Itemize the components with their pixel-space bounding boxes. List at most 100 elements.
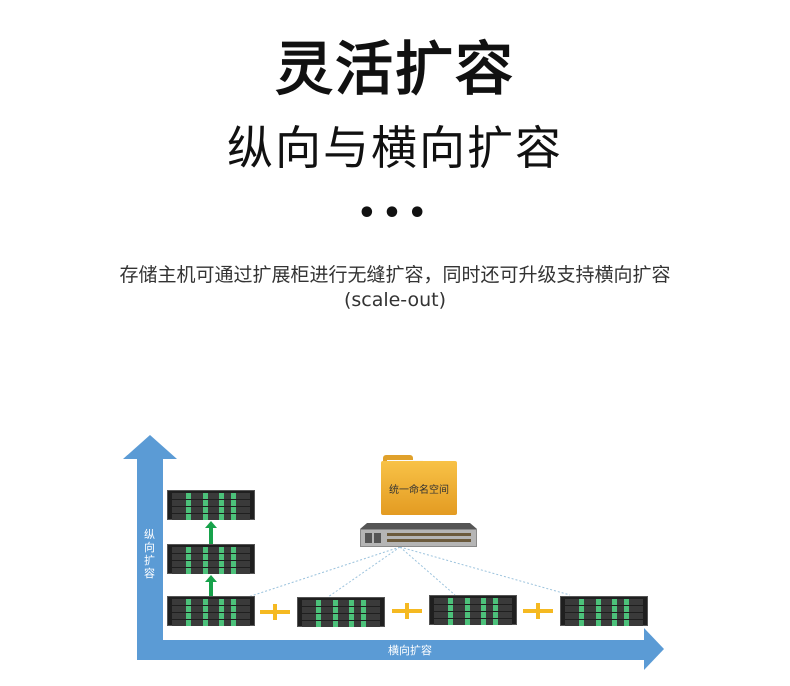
drive-led	[596, 620, 602, 626]
drive-led	[361, 607, 367, 613]
drive-led	[218, 554, 224, 560]
drive-led	[203, 606, 209, 612]
drive-led	[316, 621, 322, 627]
drive-led	[333, 614, 339, 620]
drive-led	[624, 599, 630, 605]
drive-led	[333, 621, 339, 627]
drive-led	[579, 606, 585, 612]
drive-led	[611, 606, 617, 612]
network-switch-icon	[360, 523, 477, 547]
drive-led	[218, 620, 224, 626]
drive-row	[172, 599, 250, 605]
drive-led	[186, 514, 192, 520]
drive-led	[231, 493, 237, 499]
vertical-arrow-head	[123, 435, 177, 459]
drive-led	[611, 613, 617, 619]
drive-led	[203, 554, 209, 560]
drive-led	[218, 547, 224, 553]
drive-led	[186, 606, 192, 612]
drive-led	[231, 500, 237, 506]
description-line-1: 存储主机可通过扩展柜进行无缝扩容，同时还可升级支持横向扩容	[119, 264, 671, 286]
drive-led	[218, 568, 224, 574]
drive-led	[611, 620, 617, 626]
storage-server-host-3	[429, 595, 517, 625]
drive-led	[596, 606, 602, 612]
drive-led	[348, 614, 354, 620]
drive-row	[172, 620, 250, 626]
drive-led	[218, 606, 224, 612]
drive-led	[231, 620, 237, 626]
drive-led	[333, 607, 339, 613]
drive-led	[493, 612, 499, 618]
drive-row	[172, 613, 250, 619]
drive-led	[333, 600, 339, 606]
drive-led	[448, 619, 454, 625]
vertical-axis-label: 纵向扩容	[144, 528, 155, 580]
drive-led	[186, 554, 192, 560]
drive-row	[434, 619, 512, 625]
drive-row	[172, 547, 250, 553]
storage-server-expansion-2	[167, 490, 255, 520]
drive-row	[172, 500, 250, 506]
drive-led	[480, 598, 486, 604]
description-line-2: (scale-out)	[343, 289, 447, 311]
drive-led	[186, 547, 192, 553]
drive-led	[203, 547, 209, 553]
plus-icon	[523, 603, 553, 619]
drive-led	[231, 599, 237, 605]
drive-row	[172, 561, 250, 567]
drive-row	[172, 606, 250, 612]
drive-row	[565, 620, 643, 626]
drive-led	[186, 568, 192, 574]
drive-led	[231, 561, 237, 567]
drive-led	[493, 605, 499, 611]
drive-led	[624, 620, 630, 626]
drive-row	[172, 493, 250, 499]
drive-led	[465, 598, 471, 604]
drive-led	[218, 613, 224, 619]
drive-row	[172, 568, 250, 574]
drive-row	[434, 598, 512, 604]
drive-led	[596, 599, 602, 605]
drive-row	[172, 514, 250, 520]
drive-led	[361, 600, 367, 606]
horizontal-axis-label: 横向扩容	[388, 644, 432, 657]
drive-led	[465, 619, 471, 625]
drive-led	[231, 547, 237, 553]
drive-led	[361, 621, 367, 627]
drive-led	[579, 620, 585, 626]
drive-led	[203, 568, 209, 574]
drive-led	[231, 613, 237, 619]
page-subtitle: 纵向与横向扩容	[227, 121, 563, 175]
drive-led	[480, 605, 486, 611]
drive-led	[203, 613, 209, 619]
drive-led	[493, 598, 499, 604]
drive-row	[302, 621, 380, 627]
drive-row	[172, 507, 250, 513]
drive-led	[203, 493, 209, 499]
drive-led	[611, 599, 617, 605]
drive-led	[316, 614, 322, 620]
plus-icon	[392, 603, 422, 619]
drive-led	[218, 514, 224, 520]
drive-led	[218, 493, 224, 499]
drive-led	[186, 599, 192, 605]
drive-led	[186, 500, 192, 506]
plus-icon	[260, 604, 290, 620]
drive-led	[448, 605, 454, 611]
drive-row	[565, 606, 643, 612]
drive-led	[186, 620, 192, 626]
drive-led	[186, 507, 192, 513]
drive-row	[302, 614, 380, 620]
drive-led	[203, 507, 209, 513]
page-title: 灵活扩容	[274, 35, 515, 103]
folder-icon: 统一命名空间	[381, 455, 457, 515]
drive-led	[316, 607, 322, 613]
drive-row	[434, 612, 512, 618]
drive-led	[186, 561, 192, 567]
drive-led	[348, 621, 354, 627]
drive-led	[218, 599, 224, 605]
drive-led	[203, 620, 209, 626]
drive-row	[434, 605, 512, 611]
storage-server-expansion-1	[167, 544, 255, 574]
